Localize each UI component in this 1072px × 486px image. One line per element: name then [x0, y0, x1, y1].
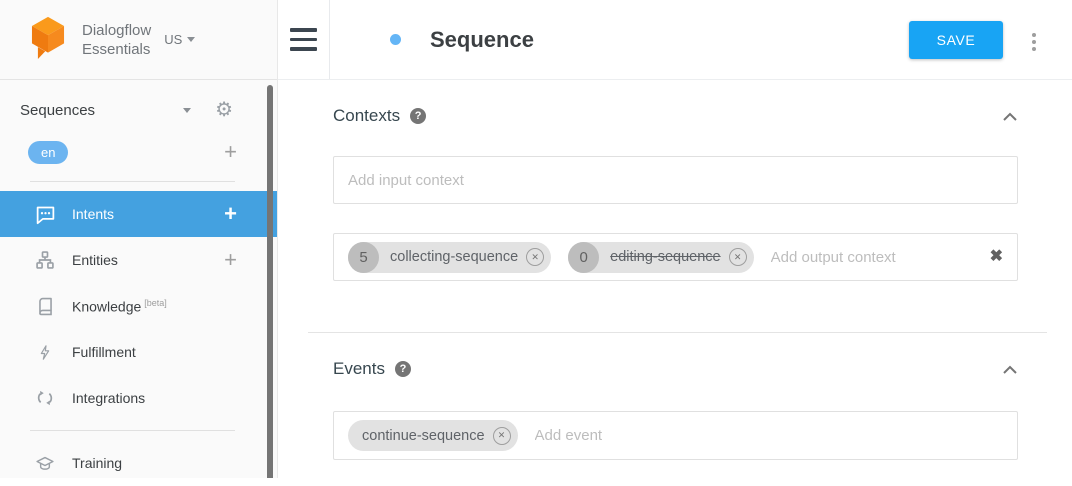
hamburger-icon: [290, 28, 317, 32]
sidebar-item-label: Fulfillment: [72, 344, 136, 360]
add-event-input[interactable]: [534, 427, 1003, 444]
contexts-help-icon[interactable]: ?: [410, 108, 427, 124]
sidebar-item-label: Knowledge[beta]: [72, 297, 167, 315]
sidebar-divider: [30, 430, 235, 431]
agent-settings-gear-icon[interactable]: ⚙: [215, 99, 233, 121]
graduation-cap-icon: [34, 454, 56, 473]
agent-caret-down-icon[interactable]: [183, 107, 192, 113]
add-language-button[interactable]: +: [224, 139, 237, 164]
event-chip-label: continue-sequence: [362, 427, 485, 444]
sidebar-item-knowledge[interactable]: Knowledge[beta]: [0, 283, 277, 329]
events-collapse-chevron-up-icon[interactable]: [1002, 365, 1018, 374]
main-header: Sequence SAVE: [278, 0, 1072, 80]
sidebar-item-label: Integrations: [72, 390, 146, 406]
language-row: en +: [0, 132, 277, 172]
add-output-context-input[interactable]: [770, 248, 990, 266]
add-intent-button[interactable]: +: [224, 201, 237, 226]
event-chip[interactable]: continue-sequence ✕: [348, 420, 518, 451]
contexts-section: Contexts ? 5 collecting-sequence ✕ 0 edi…: [278, 106, 1072, 333]
add-input-context-input[interactable]: [348, 171, 1003, 189]
events-section: Events ? continue-sequence ✕: [278, 359, 1072, 460]
context-chip-label: collecting-sequence: [390, 249, 519, 265]
sidebar-item-entities[interactable]: Entities +: [0, 237, 277, 283]
save-button[interactable]: SAVE: [909, 21, 1003, 59]
context-chip-label: editing-sequence: [610, 249, 721, 265]
events-section-header: Events ?: [333, 359, 1018, 379]
beta-badge: [beta]: [144, 297, 167, 308]
sidebar-nav: Intents + Entities + Kno: [0, 191, 277, 486]
page-title[interactable]: Sequence: [430, 26, 534, 52]
dialogflow-logo-icon: [26, 14, 70, 65]
sidebar-item-integrations[interactable]: Integrations: [0, 375, 277, 421]
sidebar-item-label: Entities: [72, 252, 118, 268]
contexts-heading: Contexts: [333, 106, 401, 125]
agent-selector-row: Sequences ⚙: [0, 88, 277, 132]
more-options-kebab-button[interactable]: [1030, 31, 1038, 53]
remove-context-icon[interactable]: ✕: [526, 248, 545, 266]
caret-down-icon: [187, 37, 196, 42]
contexts-collapse-chevron-up-icon[interactable]: [1002, 112, 1018, 121]
brand-name: Dialogflow Essentials: [82, 21, 152, 58]
sidebar-item-training[interactable]: Training: [0, 440, 277, 486]
language-pill[interactable]: en: [28, 140, 69, 164]
events-heading: Events: [333, 359, 385, 378]
book-icon: [34, 296, 56, 317]
input-context-field[interactable]: [333, 156, 1018, 204]
context-lifespan-badge[interactable]: 5: [348, 241, 379, 273]
sidebar-scrollbar[interactable]: [267, 85, 273, 478]
sync-icon: [34, 388, 56, 408]
region-selector[interactable]: US: [164, 32, 196, 47]
sidebar-item-label: Training: [72, 455, 123, 471]
hamburger-menu-button[interactable]: [278, 0, 330, 79]
add-entity-button[interactable]: +: [224, 247, 237, 272]
output-context-chip[interactable]: 5 collecting-sequence ✕: [348, 241, 552, 273]
sidebar-item-intents[interactable]: Intents +: [0, 191, 277, 237]
events-help-icon[interactable]: ?: [394, 361, 411, 377]
context-lifespan-badge[interactable]: 0: [568, 241, 600, 273]
sidebar: Dialogflow Essentials US Sequences ⚙ en …: [0, 0, 278, 478]
sidebar-divider: [30, 181, 235, 182]
events-field[interactable]: continue-sequence ✕: [333, 411, 1018, 460]
intent-editor: Contexts ? 5 collecting-sequence ✕ 0 edi…: [278, 80, 1072, 478]
sidebar-item-label: Intents: [72, 206, 115, 222]
clear-output-contexts-icon[interactable]: ✖: [989, 248, 1003, 265]
sidebar-logo-row: Dialogflow Essentials US: [0, 0, 277, 80]
output-context-field[interactable]: 5 collecting-sequence ✕ 0 editing-sequen…: [333, 233, 1018, 281]
remove-context-icon[interactable]: ✕: [728, 248, 747, 266]
intent-status-dot: [390, 34, 401, 45]
remove-event-icon[interactable]: ✕: [492, 426, 511, 445]
sidebar-item-fulfillment[interactable]: Fulfillment: [0, 329, 277, 375]
lightning-bolt-icon: [34, 342, 56, 363]
section-divider: [308, 332, 1047, 333]
chat-bubble-icon: [34, 204, 56, 225]
agent-name[interactable]: Sequences: [20, 101, 96, 119]
output-context-chip[interactable]: 0 editing-sequence ✕: [568, 241, 754, 273]
entities-tree-icon: [34, 250, 56, 270]
contexts-section-header: Contexts ?: [333, 106, 1018, 126]
